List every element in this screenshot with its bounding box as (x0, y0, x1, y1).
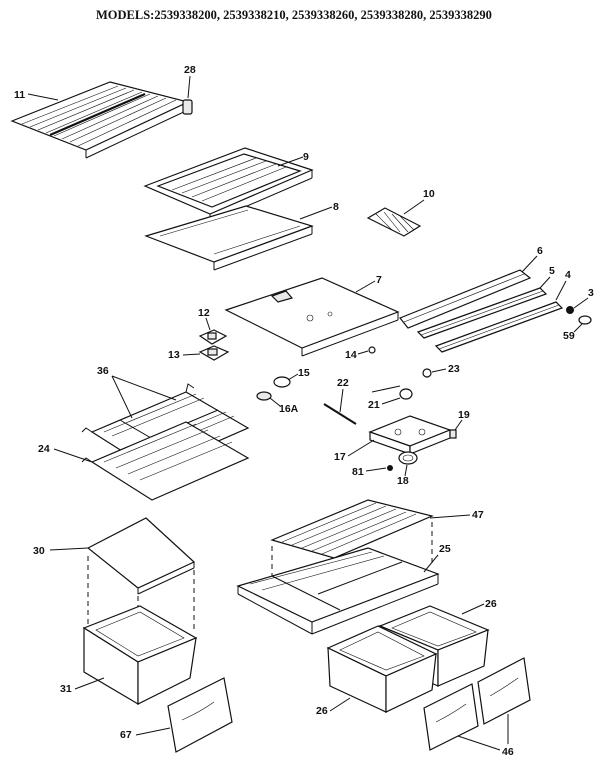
knob-23 (422, 368, 432, 378)
label-21: 21 (368, 399, 380, 411)
label-17: 17 (334, 451, 346, 463)
label-59: 59 (563, 330, 575, 342)
clip-19 (449, 429, 457, 439)
wire-shelf-11 (10, 81, 190, 159)
clip-28 (182, 99, 193, 115)
label-6: 6 (537, 245, 543, 257)
label-46: 46 (502, 746, 514, 758)
leader-25 (423, 554, 439, 573)
socket-12 (198, 329, 228, 345)
label-67: 67 (120, 729, 132, 741)
leader-14 (357, 350, 369, 355)
leader-4 (555, 280, 567, 301)
label-7: 7 (376, 274, 382, 286)
crisper-drawer-31 (82, 605, 198, 706)
label-4: 4 (565, 269, 571, 281)
screw-81 (387, 465, 393, 471)
egg-tray-10 (366, 207, 422, 237)
dial-18 (398, 451, 418, 465)
label-31: 31 (60, 683, 72, 695)
leader-19 (454, 419, 463, 431)
label-36: 36 (97, 365, 109, 377)
pan-frame-25 (236, 547, 440, 635)
label-23: 23 (448, 363, 460, 375)
shelf-glass-8 (144, 205, 314, 271)
leader-36b (111, 375, 177, 401)
leader-17 (347, 439, 375, 457)
crisper-cover-30 (86, 517, 196, 595)
leader-67 (135, 727, 171, 736)
leader-12 (205, 317, 211, 331)
label-9: 9 (303, 151, 309, 163)
leader-59 (573, 323, 583, 333)
label-13: 13 (168, 349, 180, 361)
leader-23 (431, 368, 447, 373)
label-19: 19 (458, 409, 470, 421)
leader-30 (49, 547, 89, 551)
rod-22 (323, 403, 357, 425)
leader-36a (111, 375, 133, 419)
label-25: 25 (439, 543, 451, 555)
pan-cover-47 (270, 499, 434, 559)
label-28: 28 (184, 64, 196, 76)
leader-28 (187, 75, 191, 99)
label-11: 11 (14, 89, 25, 101)
label-12: 12 (198, 307, 210, 319)
rail-4 (434, 301, 564, 353)
label-30: 30 (33, 545, 45, 557)
leader-13 (182, 353, 201, 356)
shelf-24 (81, 421, 250, 501)
leader-22 (339, 388, 344, 413)
label-8: 8 (333, 201, 339, 213)
socket-13 (198, 345, 230, 361)
leader-46a (457, 735, 501, 751)
control-21 (371, 385, 413, 400)
leader-18 (404, 464, 408, 477)
leader-5 (539, 276, 551, 289)
leader-81 (365, 467, 387, 472)
cover-plate-7 (224, 277, 400, 357)
label-26a: 26 (485, 598, 497, 610)
label-18: 18 (397, 475, 409, 487)
leader-24 (53, 448, 93, 463)
housing-17 (368, 415, 452, 455)
leader-26a (461, 603, 485, 615)
leader-16a (269, 397, 281, 407)
leader-7 (355, 280, 376, 293)
leader-8 (299, 206, 333, 220)
leader-15 (287, 373, 299, 381)
label-47: 47 (472, 509, 484, 521)
leader-26b (329, 697, 351, 712)
label-24: 24 (38, 443, 50, 455)
leader-21 (381, 397, 401, 405)
label-81: 81 (352, 466, 364, 478)
label-16a: 16A (279, 403, 299, 415)
drawer-front-46-left (423, 683, 479, 751)
label-5: 5 (549, 265, 555, 277)
label-15: 15 (298, 367, 310, 379)
leader-47 (429, 514, 471, 519)
drawer-front-67 (167, 677, 233, 753)
bulb-15 (273, 376, 291, 388)
leader-3 (573, 297, 589, 309)
leader-6 (521, 255, 538, 273)
label-26b: 26 (316, 705, 328, 717)
label-3: 3 (588, 287, 594, 299)
pan-26-left (326, 625, 438, 713)
leader-9 (277, 156, 304, 167)
end-cap-3 (566, 306, 592, 325)
label-10: 10 (423, 188, 435, 200)
screw-14 (368, 346, 376, 354)
rail-6 (399, 269, 532, 329)
label-14: 14 (345, 349, 357, 361)
label-22: 22 (337, 377, 349, 389)
leader-11 (27, 93, 59, 101)
rail-5 (416, 287, 548, 339)
models-title: MODELS:2539338200, 2539338210, 253933826… (96, 8, 492, 22)
leader-10 (403, 199, 425, 215)
bulb-holder-16a (256, 391, 272, 401)
drawer-front-46-right (477, 657, 531, 725)
leader-31 (74, 677, 105, 690)
